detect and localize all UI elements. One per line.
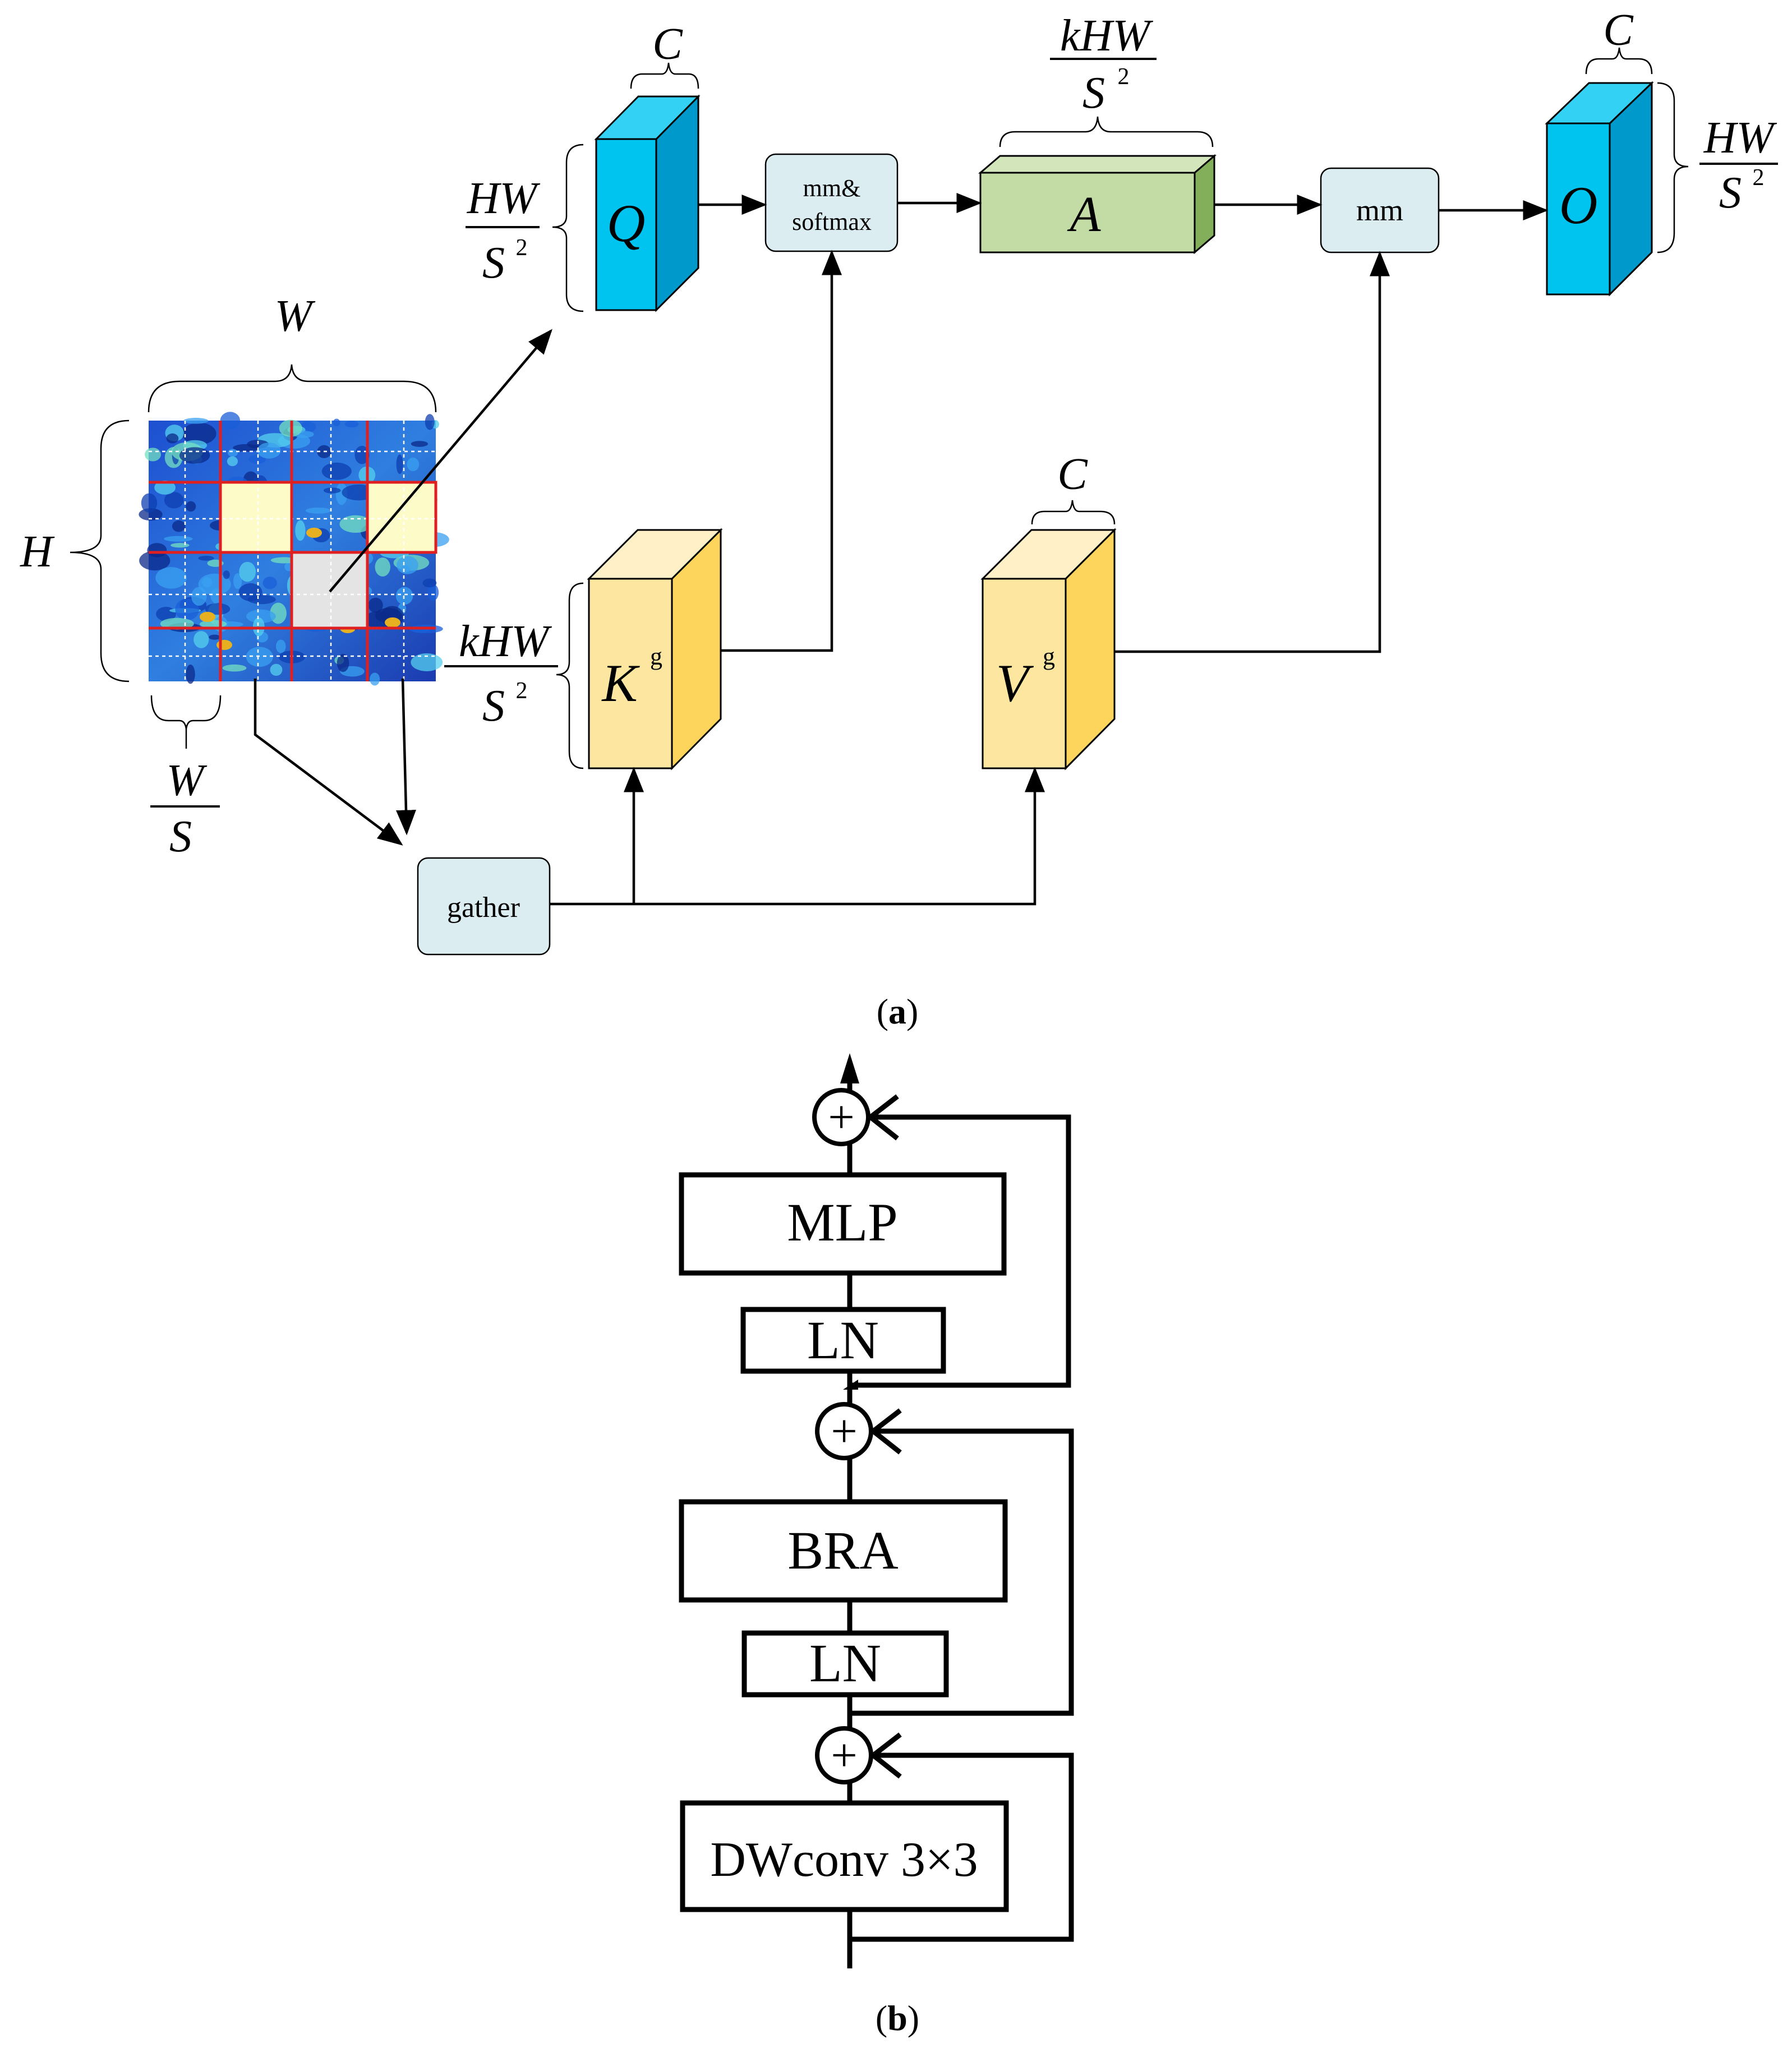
mm-softmax-op: mm& softmax [764, 153, 899, 252]
key-block: K g kHW S 2 [444, 528, 723, 771]
key-label: K [601, 653, 640, 713]
mlp-block: MLP [679, 1172, 1007, 1276]
patch-brace: W S [150, 695, 222, 861]
mm-label: mm [1356, 193, 1403, 227]
output-block: O C HW S 2 [1545, 6, 1778, 297]
mm-softmax-line2: softmax [792, 208, 872, 236]
gather-label: gather [447, 892, 520, 924]
routed-region-2 [366, 481, 437, 554]
mm-op: mm [1320, 167, 1440, 253]
routed-region-1 [219, 481, 293, 554]
height-brace: H [20, 419, 130, 682]
key-to-mm-softmax-arrow [721, 250, 842, 652]
query-block: Q C HW S 2 [466, 20, 701, 312]
ln-top-block: LN [740, 1307, 946, 1374]
key-dim-denominator: S [482, 681, 505, 731]
value-to-mm-arrow [1114, 251, 1390, 653]
query-region-to-query-arrow [329, 329, 552, 593]
part-a: W H W S Q C HW S 2 [20, 6, 1778, 1031]
width-brace: W [148, 292, 437, 413]
region-to-gather-arrow-1 [254, 679, 403, 846]
residual-loop-mlp [850, 1114, 1071, 1388]
caption-b: (b) [876, 1998, 919, 2038]
key-dim-exponent: 2 [516, 678, 528, 704]
value-superscript: g [1043, 643, 1055, 670]
query-dim-exponent: 2 [516, 235, 528, 261]
value-channel-label: C [1057, 450, 1088, 499]
mlp-label: MLP [787, 1192, 897, 1252]
dwconv-block: DWconv 3×3 [680, 1800, 1009, 1912]
residual-loop-bra [850, 1428, 1074, 1716]
gather-op: gather [417, 857, 551, 956]
input-feature-map [139, 412, 449, 686]
svg-text:+: + [831, 1729, 857, 1782]
attention-dim-numerator: kHW [1060, 11, 1153, 61]
height-label: H [20, 527, 55, 576]
output-dim-denominator: S [1719, 168, 1742, 218]
region-to-gather-arrow-2 [395, 678, 416, 836]
gather-to-value-arrow [550, 767, 1045, 906]
plus-node-middle: + [815, 1402, 873, 1460]
mm-softmax-line1: mm& [803, 174, 861, 202]
region-grid [149, 421, 436, 681]
plus-node-bottom: + [815, 1726, 873, 1784]
key-dim-numerator: kHW [459, 617, 552, 666]
output-dim-exponent: 2 [1753, 165, 1765, 191]
svg-text:+: + [831, 1405, 857, 1458]
dwconv-label: DWconv 3×3 [710, 1833, 978, 1887]
ln-bottom-label: LN [809, 1633, 881, 1693]
junction-tick [843, 1380, 858, 1390]
width-label: W [275, 292, 316, 341]
plus-node-top: + [812, 1088, 870, 1146]
attention-label: A [1067, 187, 1102, 242]
output-arrowhead [840, 1053, 859, 1083]
query-label: Q [607, 193, 646, 253]
connectors-a [254, 193, 1549, 906]
part-b: + + + MLP LN BRA LN DWconv 3×3 [679, 1053, 1074, 2038]
query-dim-numerator: HW [467, 174, 541, 223]
residual-loop-dwconv [850, 1752, 1074, 1942]
output-label: O [1559, 176, 1598, 235]
attention-dim-exponent: 2 [1118, 64, 1130, 90]
patch-numerator: W [167, 756, 208, 805]
bra-label: BRA [787, 1520, 898, 1580]
attention-dim-denominator: S [1082, 68, 1105, 118]
output-dim-numerator: HW [1703, 113, 1777, 163]
ln-top-label: LN [807, 1310, 879, 1370]
value-label: V [996, 653, 1034, 713]
caption-a: (a) [877, 991, 919, 1031]
bra-block: BRA [679, 1499, 1008, 1603]
value-block: V g C [980, 450, 1117, 771]
attention-block: A kHW S 2 [978, 11, 1217, 255]
output-channel-label: C [1603, 6, 1634, 55]
query-channel-label: C [652, 20, 683, 69]
key-superscript: g [650, 643, 662, 670]
patch-denominator: S [169, 812, 192, 861]
query-dim-denominator: S [482, 238, 505, 288]
svg-text:+: + [828, 1091, 854, 1143]
ln-bottom-block: LN [741, 1630, 949, 1698]
